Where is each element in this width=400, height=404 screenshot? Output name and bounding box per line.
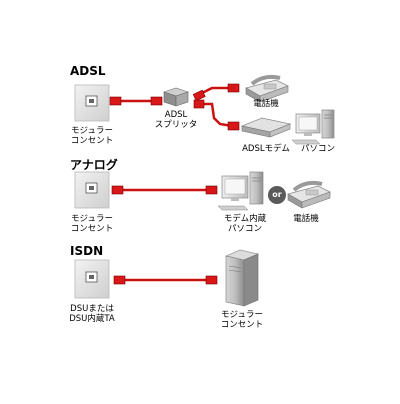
dsu-label-line-1: DSUまたは — [70, 304, 114, 314]
outlet-label-line-2: コンセント — [70, 136, 114, 146]
cable-splitter-to-modem — [193, 99, 240, 131]
cable-outlet-to-pc — [111, 185, 218, 195]
section-analog — [74, 171, 331, 211]
section-heading-isdn: ISDN — [70, 244, 104, 258]
or-badge: or — [268, 186, 286, 204]
wall-outlet-icon — [74, 171, 110, 209]
outlet-label-line-1: モジュラー — [71, 214, 113, 224]
modem-pc-label-line-2: パソコン — [227, 224, 262, 234]
dsu-tower-icon — [225, 249, 259, 307]
splitter-label-line-2: スプリッタ — [154, 120, 198, 130]
modem-pc-label: モデム内蔵 パソコン — [216, 214, 274, 234]
outlet-label: モジュラー コンセント — [60, 214, 124, 234]
cable-splitter-to-phone — [192, 83, 240, 102]
personal-computer-icon — [291, 109, 335, 145]
splitter-label: ADSL スプリッタ — [150, 110, 202, 130]
phone-label: 電話機 — [253, 99, 279, 109]
section-adsl — [74, 74, 335, 145]
dsu-label: DSUまたは DSU内蔵TA — [54, 304, 130, 324]
outlet-label: モジュラー コンセント — [60, 126, 124, 146]
adsl-modem-icon — [240, 117, 292, 138]
target-outlet-label-line-1: モジュラー — [221, 310, 263, 320]
section-heading-adsl: ADSL — [70, 64, 106, 78]
adsl-modem-label: ADSLモデム — [242, 144, 290, 154]
splitter-label-line-1: ADSL — [164, 110, 188, 120]
modem-pc-icon — [217, 171, 264, 211]
pc-label: パソコン — [300, 144, 335, 154]
target-outlet-label: モジュラー コンセント — [210, 310, 274, 330]
dsu-label-line-2: DSU内蔵TA — [69, 314, 115, 324]
wall-outlet-icon — [74, 259, 110, 299]
phone-label: 電話機 — [293, 214, 319, 224]
cable-dsu-to-outlet — [113, 275, 218, 285]
wall-outlet-icon — [74, 84, 110, 122]
telephone-icon — [245, 74, 289, 103]
modem-pc-label-line-1: モデム内蔵 — [223, 214, 267, 224]
section-isdn — [74, 249, 259, 307]
outlet-label-line-2: コンセント — [70, 224, 114, 234]
target-outlet-label-line-2: コンセント — [220, 320, 264, 330]
splitter-icon — [163, 87, 189, 107]
outlet-label-line-1: モジュラー — [71, 126, 113, 136]
section-heading-analog: アナログ — [70, 158, 118, 172]
telephone-icon — [287, 180, 331, 209]
cable-outlet-to-splitter — [109, 96, 163, 106]
